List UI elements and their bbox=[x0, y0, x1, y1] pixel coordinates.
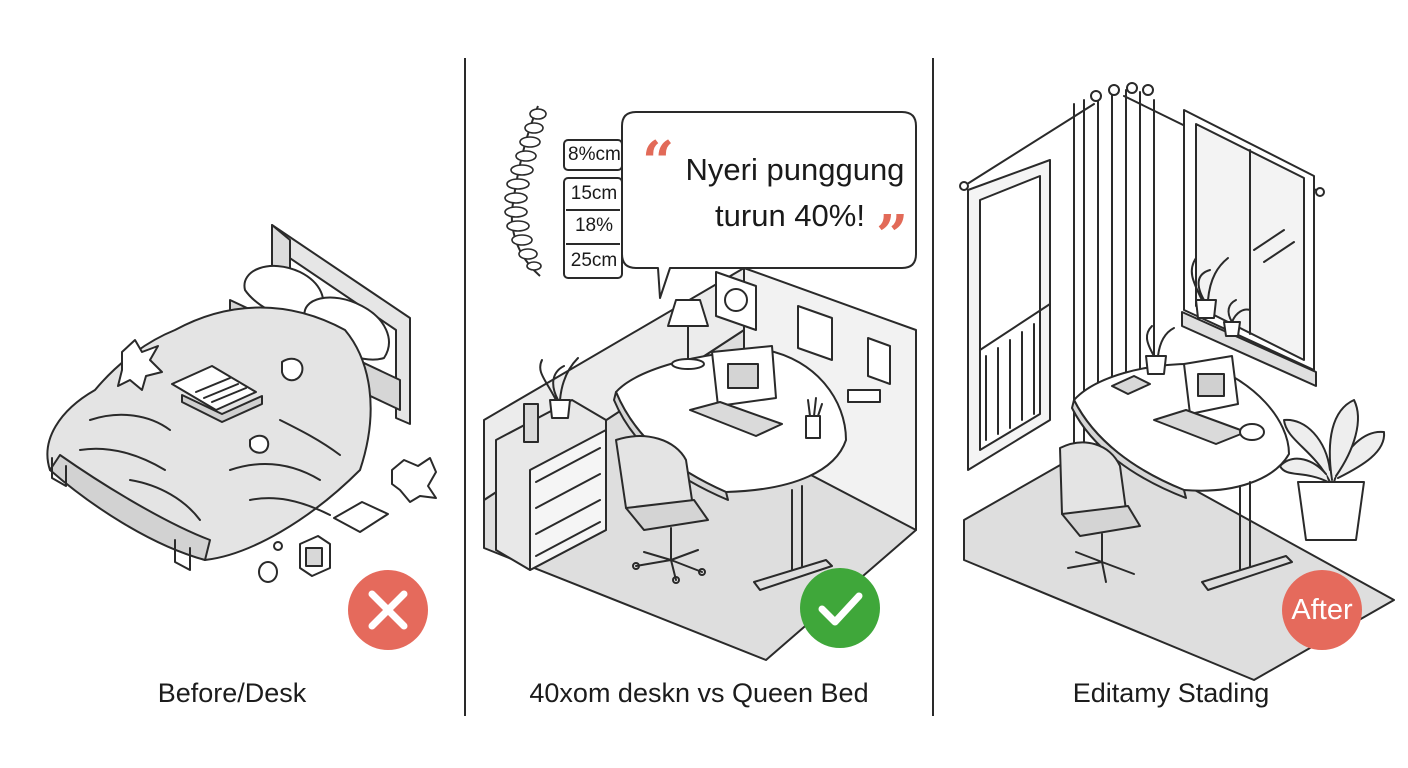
bubble-line-1: Nyeri punggung bbox=[685, 152, 905, 187]
quote-open-mark: “ bbox=[642, 129, 675, 195]
standing-desk-room-illustration bbox=[959, 82, 1395, 681]
panel-caption: 40xom deskn vs Queen Bed bbox=[529, 678, 869, 708]
check-icon bbox=[818, 592, 863, 626]
status-badge-cross bbox=[348, 570, 428, 650]
measurement-label: 18% bbox=[574, 215, 614, 236]
measurement-label: 25cm bbox=[570, 250, 618, 271]
panel-after: After Editamy Stading bbox=[934, 0, 1408, 768]
divider bbox=[464, 58, 466, 716]
panel-before: Before/Desk bbox=[0, 0, 464, 768]
panel-caption: Editamy Stading bbox=[1072, 678, 1270, 708]
desk-room-illustration bbox=[483, 105, 917, 661]
measurement-label: 8%cm bbox=[568, 144, 621, 165]
after-label: After bbox=[1291, 594, 1353, 626]
panel-caption: Before/Desk bbox=[157, 678, 307, 708]
measurement-label: 15cm bbox=[570, 183, 618, 204]
quote-close-mark: ” bbox=[876, 203, 909, 269]
spine-icon bbox=[504, 105, 547, 277]
messy-bed-illustration bbox=[46, 224, 437, 583]
close-icon bbox=[368, 590, 408, 630]
divider bbox=[932, 58, 934, 716]
status-badge-after: After bbox=[1282, 570, 1362, 650]
panel-desk: 8%cm 15cm 18% 25cm “ Nyeri punggung turu… bbox=[466, 0, 932, 768]
status-badge-check bbox=[800, 568, 880, 648]
bubble-line-2: turun 40%! bbox=[715, 198, 865, 233]
